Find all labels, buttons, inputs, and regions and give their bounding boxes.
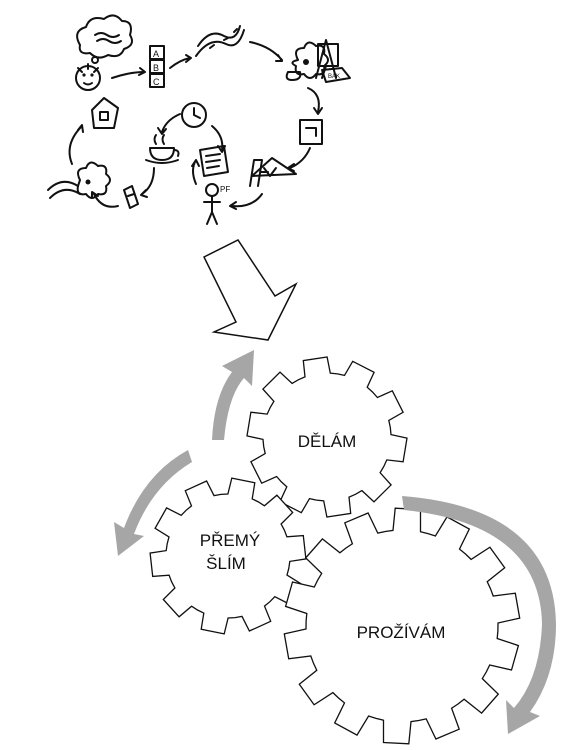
cycle-arrow-up bbox=[212, 350, 254, 440]
notes-icon bbox=[199, 145, 229, 177]
gear-bottom bbox=[283, 507, 521, 745]
cycle-arrow-left bbox=[114, 450, 192, 556]
svg-text:A: A bbox=[153, 49, 159, 59]
parcel-icon bbox=[123, 185, 139, 209]
svg-text:B: B bbox=[153, 63, 159, 73]
house-icon bbox=[91, 97, 119, 129]
road-icon bbox=[195, 25, 245, 57]
svg-text:PF: PF bbox=[220, 185, 230, 194]
flower-icon bbox=[285, 41, 329, 81]
gear-left bbox=[149, 477, 307, 635]
gear-cycle: DĚLÁM PŘEMÝ ŠLÍM PROŽÍVÁM bbox=[149, 356, 521, 745]
cycle-arrows bbox=[114, 350, 556, 734]
svg-text:C: C bbox=[153, 77, 160, 87]
gear-bottom-label: PROŽÍVÁM bbox=[357, 623, 446, 642]
face-icon bbox=[75, 63, 101, 91]
thought-bubble-icon bbox=[76, 14, 133, 64]
gear-top-label: DĚLÁM bbox=[298, 432, 357, 451]
gear-left-label-line1: PŘEMÝ bbox=[200, 531, 260, 550]
cube-stack-icon: A B C bbox=[149, 45, 165, 88]
coffee-cup-icon bbox=[145, 134, 180, 164]
transition-arrow bbox=[202, 239, 298, 341]
flower-road-icon bbox=[47, 161, 111, 199]
cycle-arrow-right bbox=[402, 496, 556, 734]
gear-left-label-line2: ŠLÍM bbox=[206, 554, 246, 573]
gear-top bbox=[246, 356, 408, 518]
tent-icon bbox=[249, 157, 297, 187]
mailbox-icon: BAK bbox=[321, 67, 351, 83]
easel-icon bbox=[315, 39, 339, 79]
sketch-cycle: A B C BAK bbox=[47, 14, 351, 225]
stick-figure-icon: PF bbox=[203, 183, 230, 225]
document-icon bbox=[299, 119, 323, 145]
clock-icon bbox=[181, 102, 207, 128]
svg-text:BAK: BAK bbox=[328, 74, 340, 80]
